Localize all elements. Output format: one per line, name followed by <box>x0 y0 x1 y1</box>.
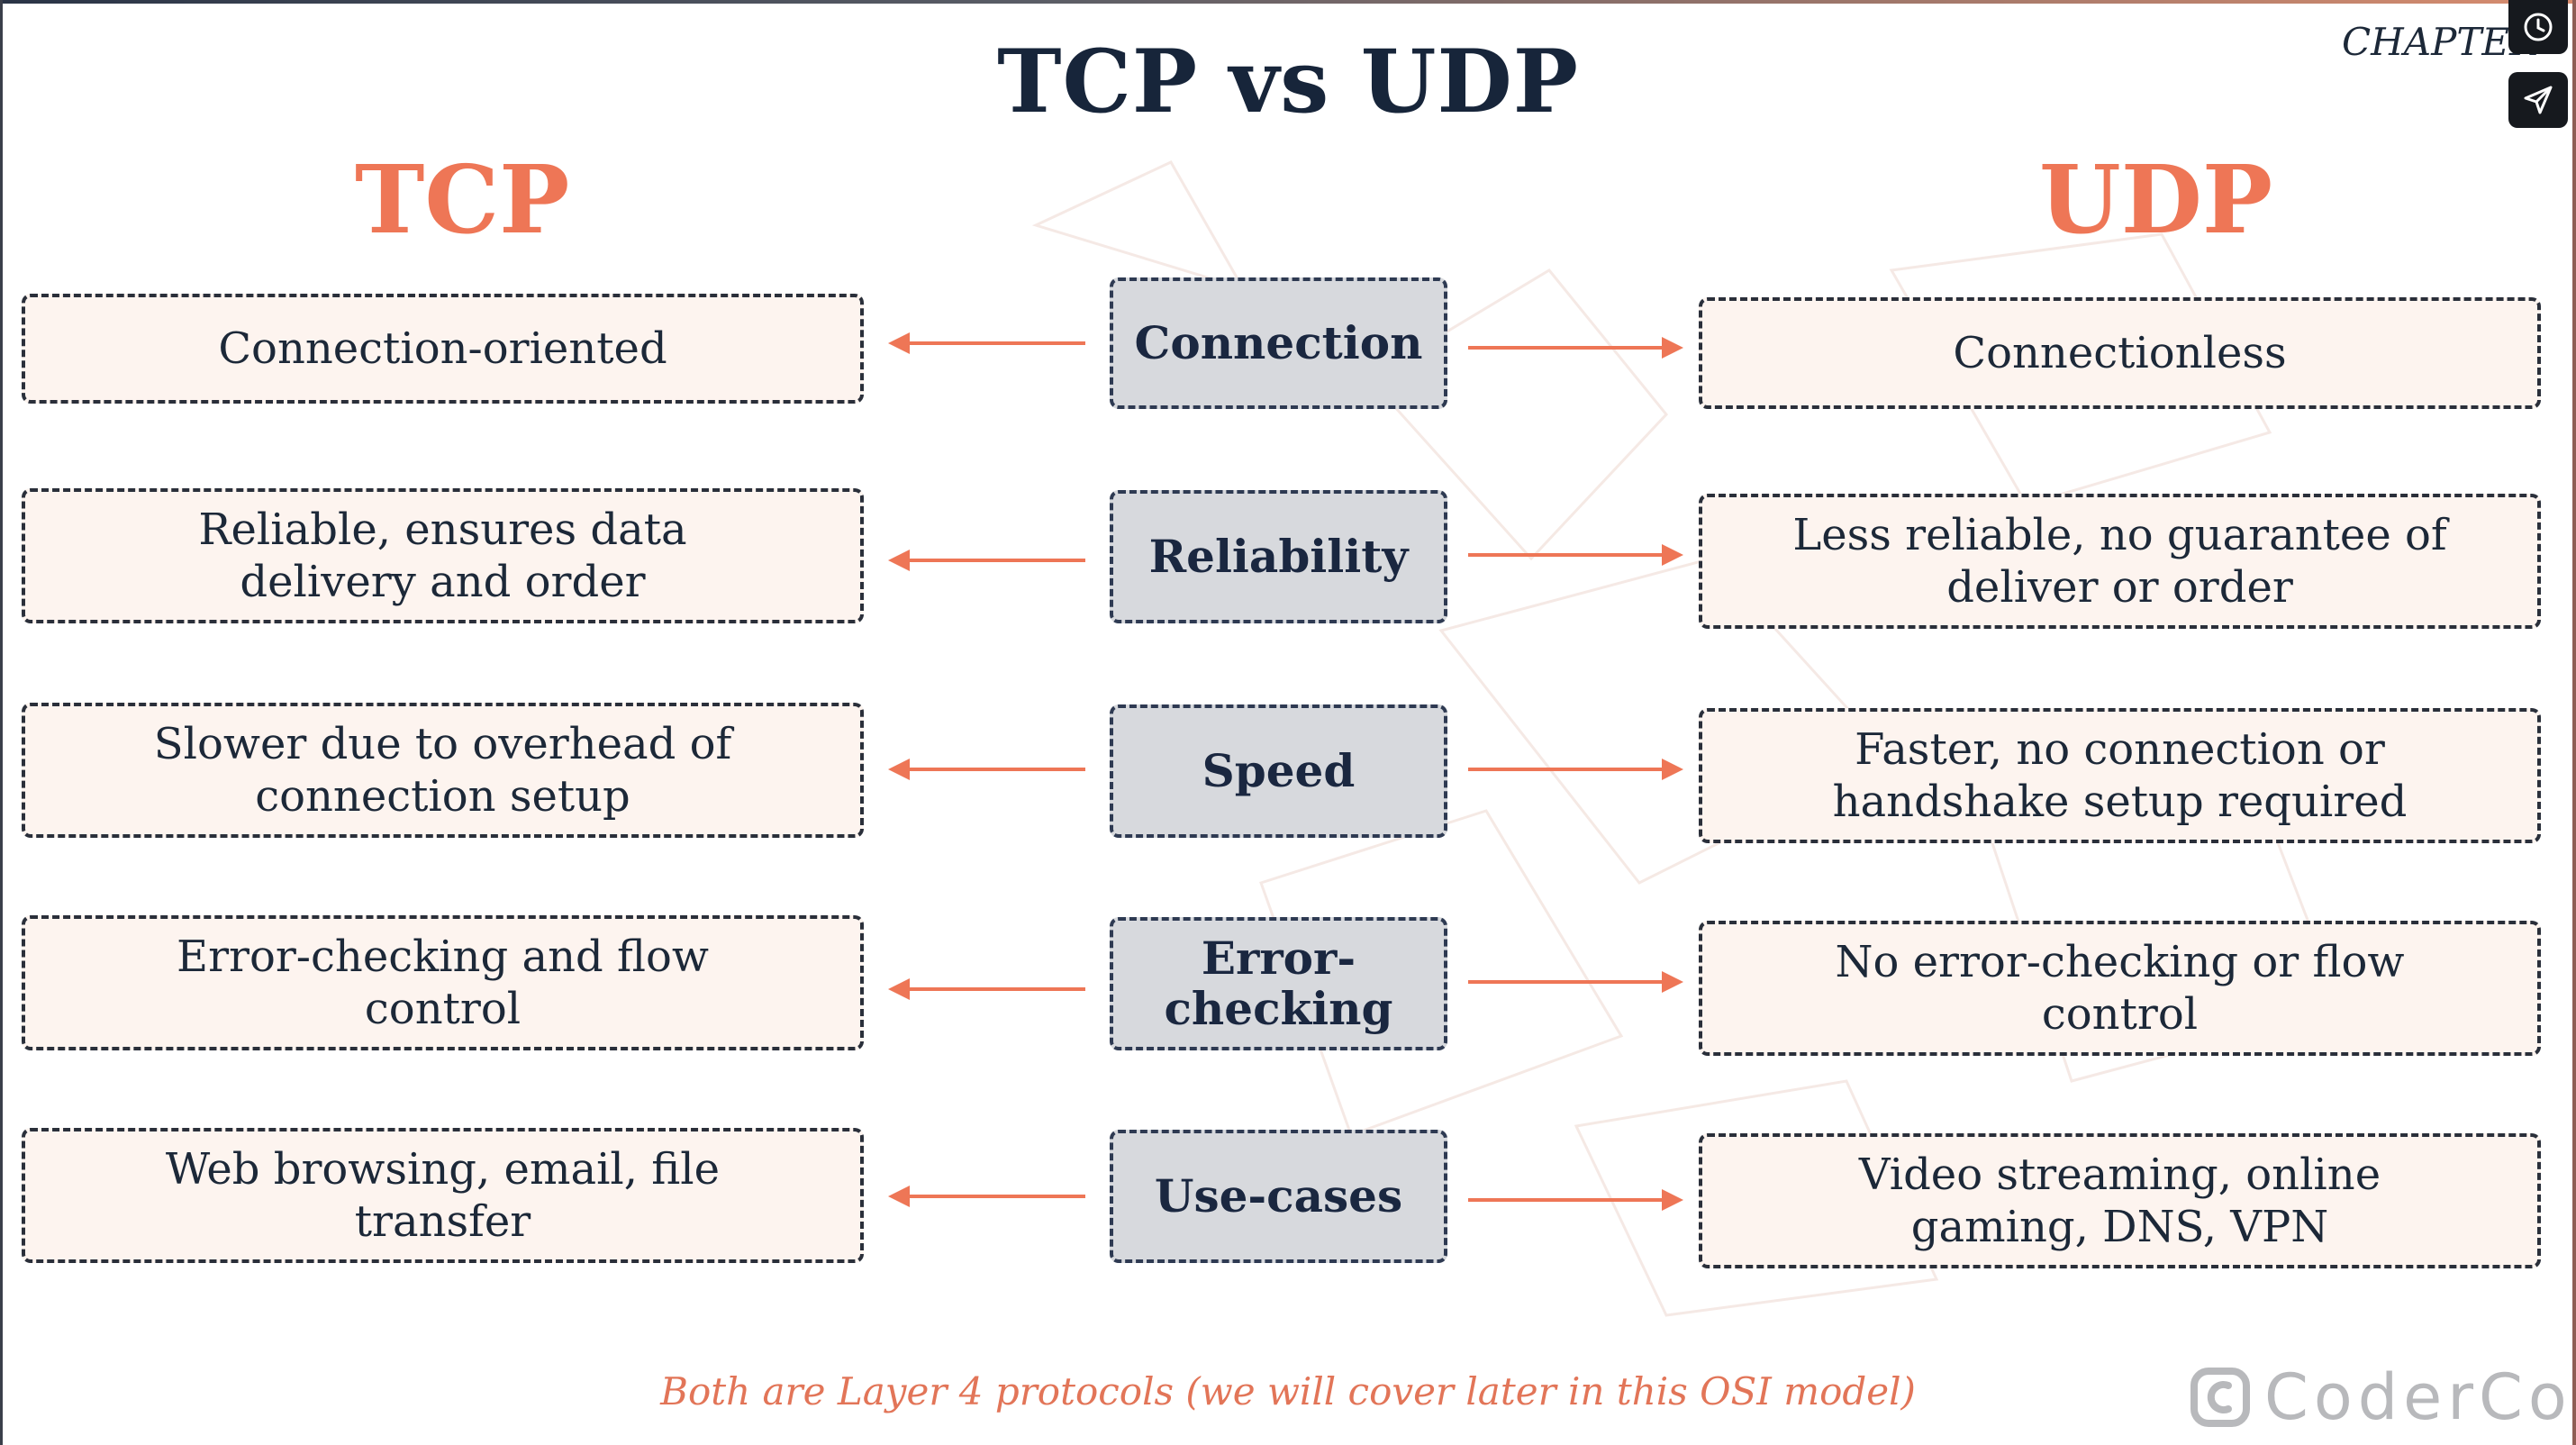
udp-reliability-line-2: deliver or order <box>1946 562 2293 613</box>
category-use-cases-box: Use-cases <box>1110 1130 1447 1263</box>
udp-reliability-line-1: Less reliable, no guarantee of <box>1792 510 2447 560</box>
udp-reliability-box: Less reliable, no guarantee of deliver o… <box>1699 494 2541 629</box>
udp-error-checking-box: No error-checking or flow control <box>1699 921 2541 1056</box>
tcp-use-cases-line-2: transfer <box>354 1196 531 1247</box>
category-error-checking-box: Error- checking <box>1110 917 1447 1050</box>
tcp-error-checking-box: Error-checking and flow control <box>22 915 864 1050</box>
category-reliability-box: Reliability <box>1110 490 1447 623</box>
category-error-checking-line-2: checking <box>1164 982 1393 1035</box>
udp-connection-box: Connectionless <box>1699 297 2541 409</box>
tcp-column-heading: TCP <box>355 144 570 255</box>
send-icon <box>2524 86 2553 114</box>
coderco-logo-icon <box>2191 1368 2250 1427</box>
tcp-reliability-box: Reliable, ensures data delivery and orde… <box>22 488 864 623</box>
tcp-reliability-line-1: Reliable, ensures data <box>198 504 687 555</box>
window-right-edge <box>2572 0 2576 1445</box>
udp-connection-text: Connectionless <box>1953 328 2287 378</box>
category-reliability-label: Reliability <box>1148 530 1409 583</box>
udp-error-checking-line-2: control <box>2041 989 2199 1040</box>
udp-speed-line-2: handshake setup required <box>1832 777 2408 827</box>
tcp-connection-box: Connection-oriented <box>22 294 864 404</box>
tcp-error-checking-line-1: Error-checking and flow <box>177 932 709 982</box>
udp-column-heading: UDP <box>2039 144 2273 255</box>
tcp-error-checking-line-2: control <box>364 984 522 1034</box>
send-button[interactable] <box>2508 72 2568 128</box>
clock-button[interactable] <box>2508 0 2568 54</box>
tcp-use-cases-line-1: Web browsing, email, file <box>165 1144 721 1195</box>
tcp-speed-line-2: connection setup <box>255 771 630 822</box>
category-connection-label: Connection <box>1134 316 1423 369</box>
tcp-speed-line-1: Slower due to overhead of <box>153 719 732 769</box>
tcp-reliability-line-2: delivery and order <box>240 557 646 607</box>
chapter-label: CHAPTER <box>2342 20 2538 64</box>
tcp-use-cases-box: Web browsing, email, file transfer <box>22 1128 864 1263</box>
tcp-connection-text: Connection-oriented <box>218 323 667 374</box>
category-use-cases-label: Use-cases <box>1154 1169 1403 1222</box>
footer-note: Both are Layer 4 protocols (we will cove… <box>660 1369 1916 1413</box>
window-left-edge <box>0 0 3 1445</box>
tcp-speed-box: Slower due to overhead of connection set… <box>22 703 864 838</box>
category-speed-box: Speed <box>1110 704 1447 838</box>
logo-text: CoderCo. <box>2264 1360 2576 1434</box>
brand-logo: CoderCo. <box>2189 1360 2576 1434</box>
udp-speed-box: Faster, no connection or handshake setup… <box>1699 708 2541 843</box>
udp-use-cases-line-2: gaming, DNS, VPN <box>1910 1202 2329 1252</box>
category-error-checking-line-1: Error- <box>1201 932 1356 985</box>
udp-error-checking-line-1: No error-checking or flow <box>1835 937 2405 987</box>
category-speed-label: Speed <box>1202 744 1356 797</box>
slide-title: TCP vs UDP <box>997 31 1579 132</box>
udp-use-cases-box: Video streaming, online gaming, DNS, VPN <box>1699 1133 2541 1268</box>
udp-use-cases-line-1: Video streaming, online <box>1858 1150 2381 1200</box>
window-top-edge <box>0 0 2576 4</box>
category-connection-box: Connection <box>1110 277 1447 409</box>
udp-speed-line-1: Faster, no connection or <box>1855 724 2385 775</box>
clock-icon <box>2524 13 2553 41</box>
